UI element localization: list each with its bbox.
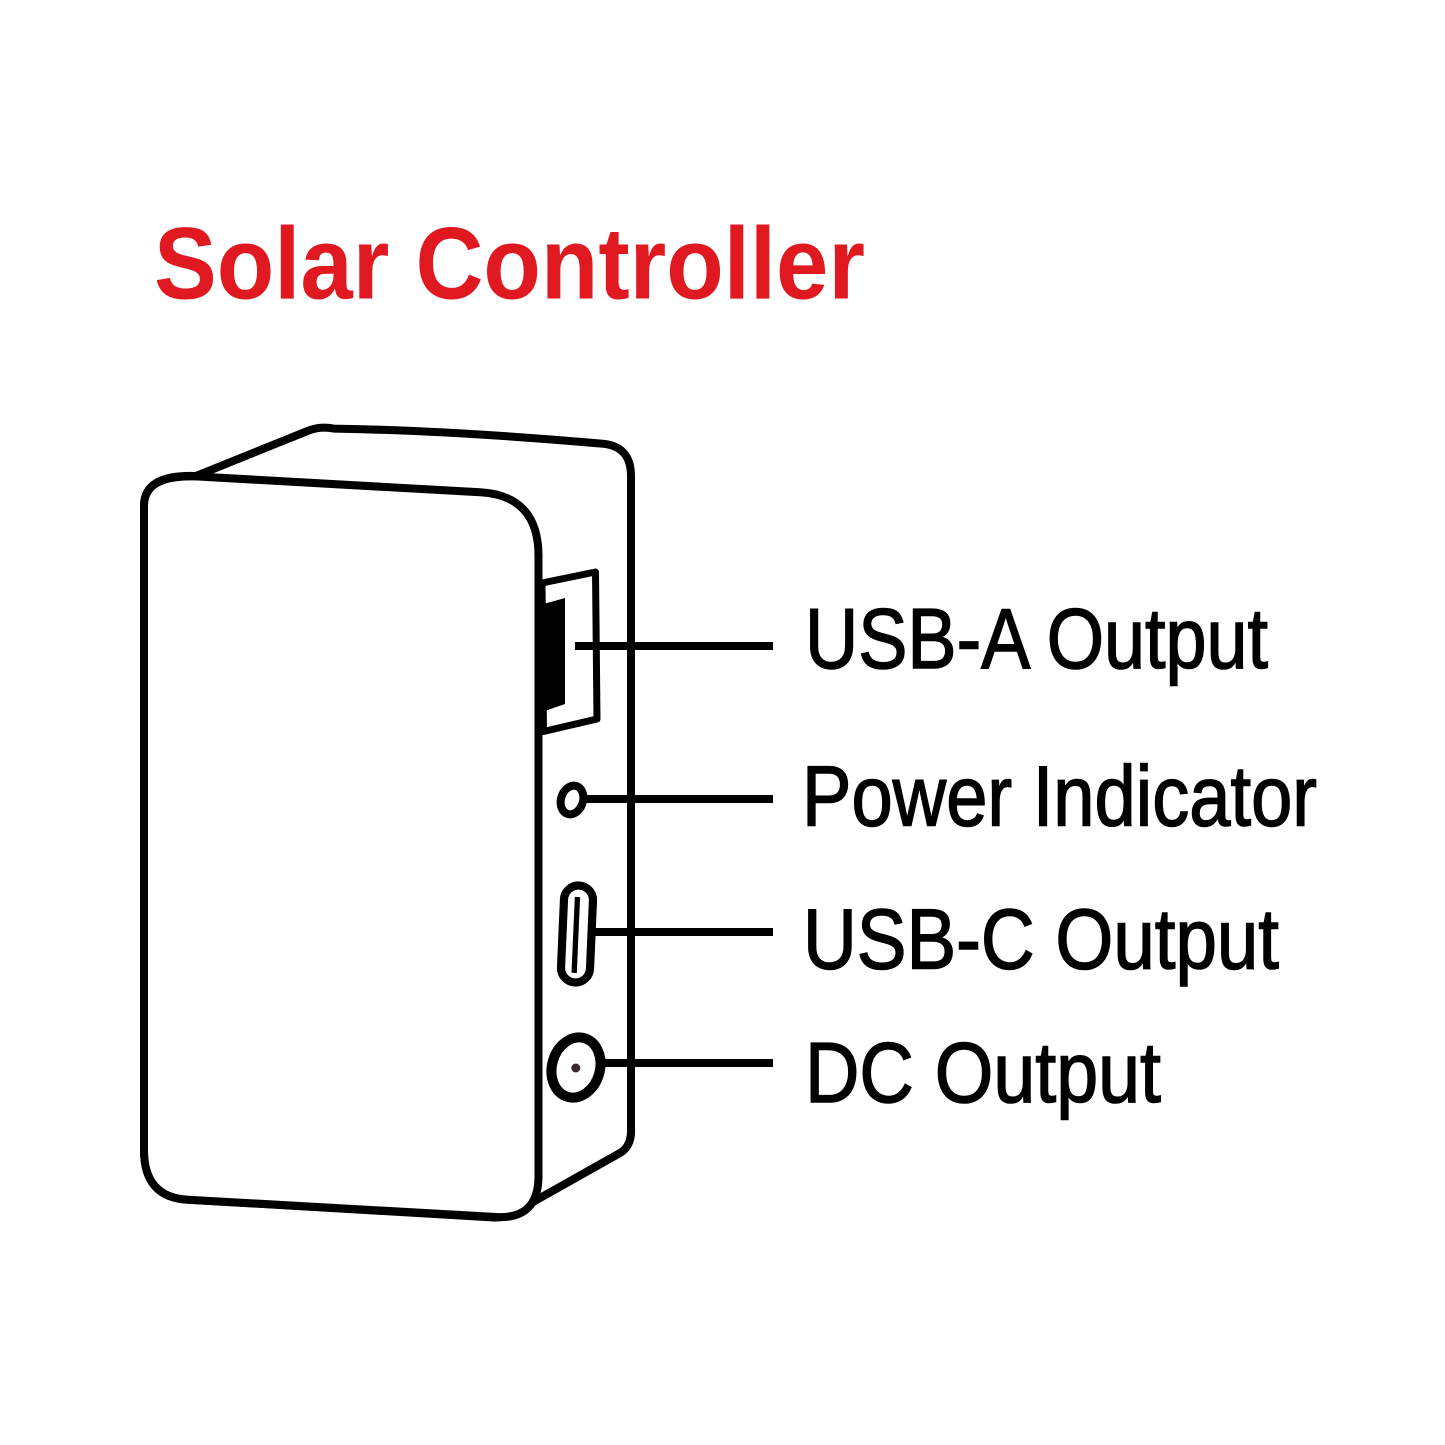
svg-text:Power Indicator: Power Indicator	[802, 750, 1317, 845]
svg-text:USB-A Output: USB-A Output	[805, 592, 1268, 687]
svg-text:USB-C Output: USB-C Output	[803, 892, 1279, 987]
svg-text:Solar Controller: Solar Controller	[154, 207, 865, 321]
svg-text:DC Output: DC Output	[805, 1026, 1161, 1121]
